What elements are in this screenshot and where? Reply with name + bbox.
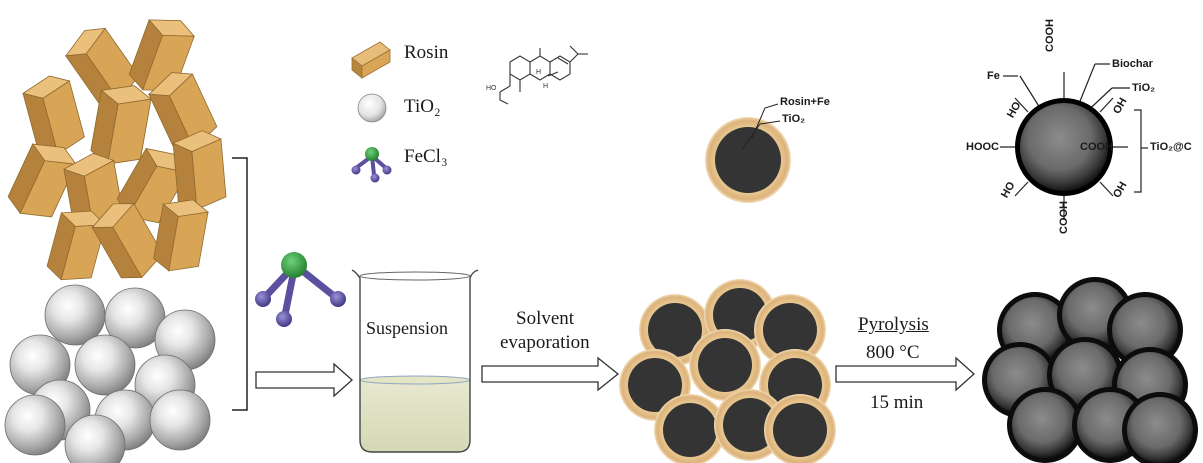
rosin-block xyxy=(153,199,209,272)
mixing-bracket xyxy=(232,157,248,411)
tio2-sphere xyxy=(4,394,66,456)
legend-rosin-label: Rosin xyxy=(404,42,449,63)
rosin-block xyxy=(22,75,85,156)
tio2-sphere xyxy=(64,414,126,463)
fecl3-large-molecule xyxy=(255,252,346,327)
coated-particle-core xyxy=(723,398,777,452)
biochar-particle-cluster xyxy=(982,277,1198,463)
legend-tio2-label: TiO₂ xyxy=(404,96,441,117)
label-fe: Fe xyxy=(987,70,1000,82)
rosin-block xyxy=(147,72,218,150)
tio2-sphere xyxy=(149,389,211,451)
biochar-particle xyxy=(1127,397,1193,463)
rosin-block xyxy=(91,202,164,279)
coated-particle-cluster xyxy=(619,279,836,463)
coated-particle-core xyxy=(773,403,827,457)
coated-particle-core xyxy=(663,403,717,457)
step1-line1: Solvent xyxy=(516,308,575,329)
molecule-h1-label: H xyxy=(536,69,541,76)
hollow-arrow-evaporation xyxy=(481,356,620,392)
rosin-block-icon xyxy=(351,41,391,79)
abietic-acid-structure xyxy=(499,45,588,105)
pyrolysis-temperature: 800 °C xyxy=(866,342,920,363)
rosin-crystal-cluster xyxy=(7,19,227,281)
pyrolysis-label: Pyrolysis xyxy=(858,314,929,335)
label-rosin-fe: Rosin+Fe xyxy=(780,96,830,108)
coated-particle-core xyxy=(628,358,682,412)
tio2-ball-icon xyxy=(357,93,387,123)
label-tio2-final: TiO₂ xyxy=(1132,82,1156,94)
rosin-block xyxy=(7,143,77,218)
final-particle xyxy=(1000,63,1148,220)
legend-fecl3-label: FeCl₃ xyxy=(404,146,448,167)
biochar-particle xyxy=(1112,297,1178,363)
beaker-label: Suspension xyxy=(366,318,449,338)
step1-line2: evaporation xyxy=(500,332,590,353)
hollow-arrow-mix xyxy=(255,362,353,398)
coated-particle-core xyxy=(698,338,752,392)
biochar-particle xyxy=(1012,392,1078,458)
label-biochar: Biochar xyxy=(1112,58,1153,70)
rosin-block xyxy=(128,19,196,92)
tio2-sphere-cluster xyxy=(4,284,216,463)
single-coated-particle xyxy=(705,103,791,203)
legend xyxy=(351,41,392,183)
rosin-block xyxy=(46,210,107,281)
pyrolysis-time: 15 min xyxy=(870,392,924,413)
rosin-block xyxy=(172,130,227,211)
label-tio2-core: TiO₂ xyxy=(782,113,806,125)
molecule-h2-label: H xyxy=(543,83,548,90)
molecule-ho-label: HO xyxy=(486,85,497,92)
beaker xyxy=(351,269,479,453)
label-composite: TiO₂@C xyxy=(1150,141,1192,153)
coated-particle-core xyxy=(763,303,817,357)
tio2-sphere xyxy=(74,334,136,396)
label-cooh-right: COOH xyxy=(1080,141,1113,153)
coated-particle-core xyxy=(713,288,767,342)
label-cooh-left: HOOC xyxy=(966,141,999,153)
fecl3-molecule-icon xyxy=(351,147,392,183)
coated-particle-core xyxy=(648,303,702,357)
hollow-arrow-pyrolysis xyxy=(835,356,975,392)
